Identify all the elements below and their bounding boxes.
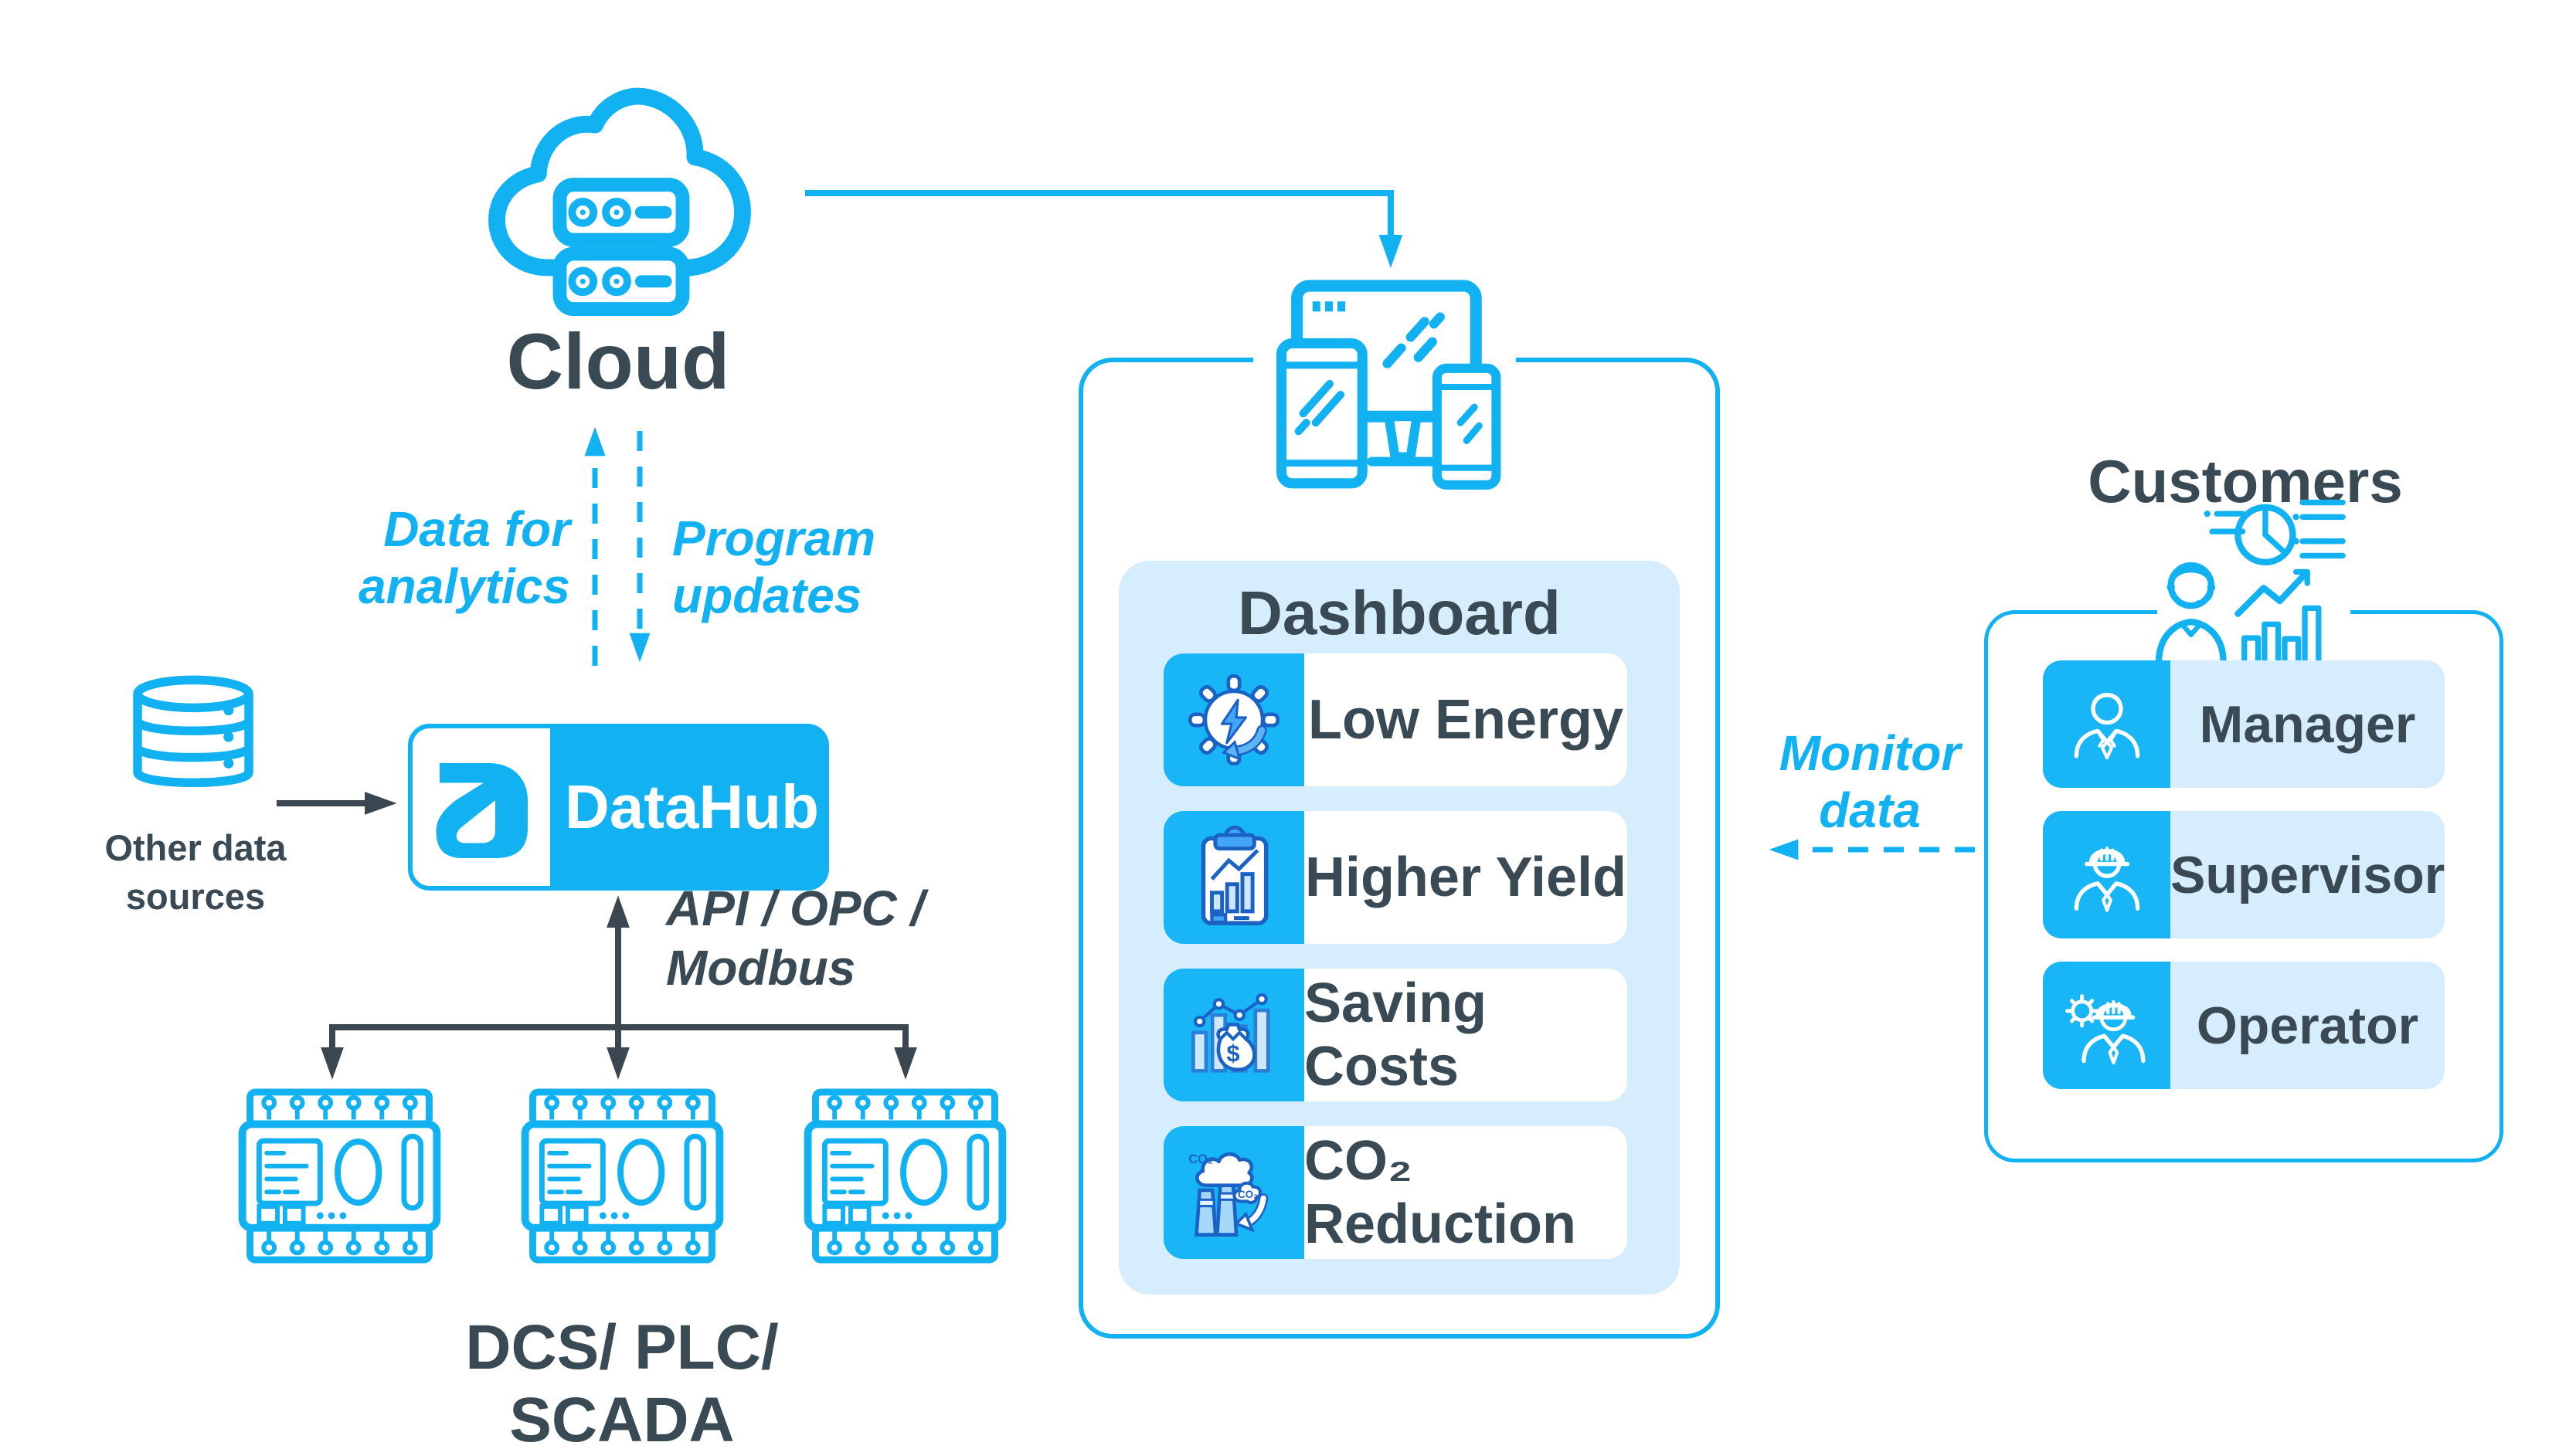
clipboard-chart-icon bbox=[1164, 811, 1304, 944]
plc-device-icon bbox=[238, 1088, 441, 1264]
svg-text:$: $ bbox=[1226, 1040, 1239, 1067]
database-icon bbox=[133, 675, 253, 788]
datahub-label: DataHub bbox=[555, 724, 829, 891]
data-for-analytics-label: Data for analytics bbox=[359, 501, 570, 615]
customers-title: Customers bbox=[2088, 447, 2403, 515]
dashboard-item-label: CO₂ Reduction bbox=[1304, 1126, 1627, 1259]
dashboard-item-saving-costs: $ Saving Costs bbox=[1164, 969, 1627, 1101]
monitor-data-label: Monitor data bbox=[1779, 725, 1961, 839]
protocols-label: API / OPC / Modbus bbox=[666, 881, 925, 996]
dashboard-item-label: Low Energy bbox=[1304, 653, 1627, 786]
plc-device-icon bbox=[804, 1088, 1007, 1264]
dcs-plc-scada-label: DCS/ PLC/ SCADA bbox=[465, 1312, 779, 1449]
dashboard-item-higher-yield: Higher Yield bbox=[1164, 811, 1627, 944]
gear-energy-icon bbox=[1164, 653, 1304, 786]
customer-role-supervisor: Supervisor bbox=[2043, 811, 2445, 938]
dashboard-title: Dashboard bbox=[1238, 579, 1561, 647]
cloud-servers-icon bbox=[488, 87, 751, 317]
datahub-logo bbox=[408, 724, 555, 891]
dashboard-item-low-energy: Low Energy bbox=[1164, 653, 1627, 786]
customer-role-label: Manager bbox=[2170, 660, 2445, 788]
customer-role-manager: Manager bbox=[2043, 660, 2445, 788]
svg-text:CO₂: CO₂ bbox=[1188, 1152, 1213, 1166]
dashboard-item-label: Saving Costs bbox=[1304, 969, 1627, 1101]
svg-text:CO₂: CO₂ bbox=[1238, 1189, 1258, 1200]
supervisor-icon bbox=[2043, 811, 2170, 938]
dashboard-item-label: Higher Yield bbox=[1304, 811, 1627, 944]
co2-emissions-icon: CO₂ CO₂ bbox=[1164, 1126, 1304, 1259]
customer-role-label: Supervisor bbox=[2170, 811, 2445, 938]
customer-role-label: Operator bbox=[2170, 962, 2445, 1089]
customer-role-operator: Operator bbox=[2043, 962, 2445, 1089]
plc-device-icon bbox=[521, 1088, 724, 1264]
money-savings-icon: $ bbox=[1164, 969, 1304, 1101]
program-updates-label: Program updates bbox=[672, 511, 876, 624]
manager-icon bbox=[2043, 660, 2170, 788]
cloud-label: Cloud bbox=[506, 317, 730, 406]
other-data-sources-label: Other data sources bbox=[104, 827, 287, 918]
dashboard-item-co2-reduction: CO₂ CO₂ CO₂ Reduction bbox=[1164, 1126, 1627, 1259]
analyst-customer-icon bbox=[2155, 499, 2350, 670]
operator-icon bbox=[2043, 962, 2170, 1089]
responsive-devices-icon bbox=[1276, 280, 1501, 490]
datahub-box: DataHub bbox=[408, 724, 829, 891]
